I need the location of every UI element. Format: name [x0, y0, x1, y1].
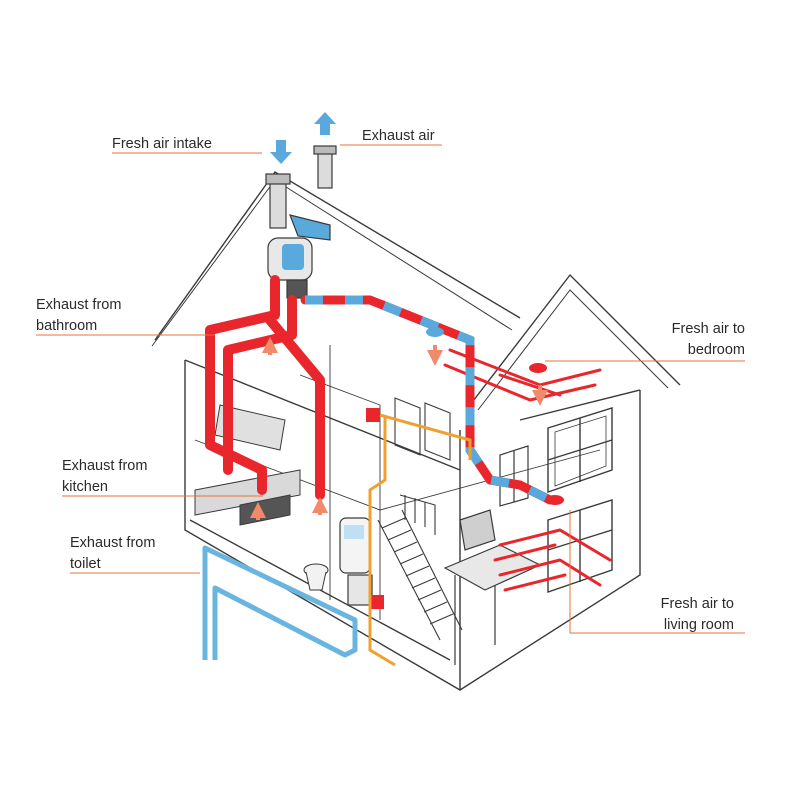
- label-fresh-air-intake: Fresh air intake: [112, 136, 212, 152]
- label-line: Fresh air to: [660, 596, 734, 612]
- label-line: Exhaust from: [62, 458, 148, 474]
- airflow-arrows: [250, 337, 548, 520]
- ceiling-diffusers: [426, 327, 564, 505]
- label-exhaust-from-kitchen: Exhaust from kitchen: [62, 456, 147, 498]
- lower-window: [547, 499, 613, 593]
- ventilation-unit: [265, 145, 337, 299]
- label-exhaust-from-bathroom: Exhaust from bathroom: [36, 295, 121, 337]
- label-exhaust-from-toilet: Exhaust from toilet: [70, 533, 155, 575]
- canopy: [443, 509, 542, 591]
- leader-lines: [36, 144, 745, 634]
- fresh-air-intake-arrow: [270, 140, 292, 164]
- label-line: bedroom: [687, 342, 745, 358]
- label-line: bathroom: [36, 318, 98, 334]
- upper-window: [547, 407, 613, 493]
- label-line: toilet: [70, 556, 101, 572]
- canopy-posts: [454, 575, 496, 665]
- label-line: Exhaust from: [36, 297, 122, 313]
- label-fresh-air-to-bedroom: Fresh air to bedroom: [672, 319, 745, 361]
- label-fresh-air-to-living-room: Fresh air to living room: [661, 594, 734, 636]
- label-line: Fresh air to: [671, 321, 745, 337]
- boiler: [339, 517, 373, 606]
- toilet: [303, 563, 329, 591]
- interior-doors: [394, 397, 451, 461]
- heating-pipes: [368, 413, 472, 667]
- label-line: living room: [663, 617, 734, 633]
- staircase: [377, 494, 463, 641]
- label-exhaust-air: Exhaust air: [362, 128, 435, 144]
- middle-window: [499, 445, 529, 507]
- exhaust-air-arrow: [314, 112, 336, 135]
- toilet-exhaust-pipe: [202, 545, 358, 660]
- label-line: Exhaust from: [70, 535, 156, 551]
- label-line: kitchen: [62, 479, 108, 495]
